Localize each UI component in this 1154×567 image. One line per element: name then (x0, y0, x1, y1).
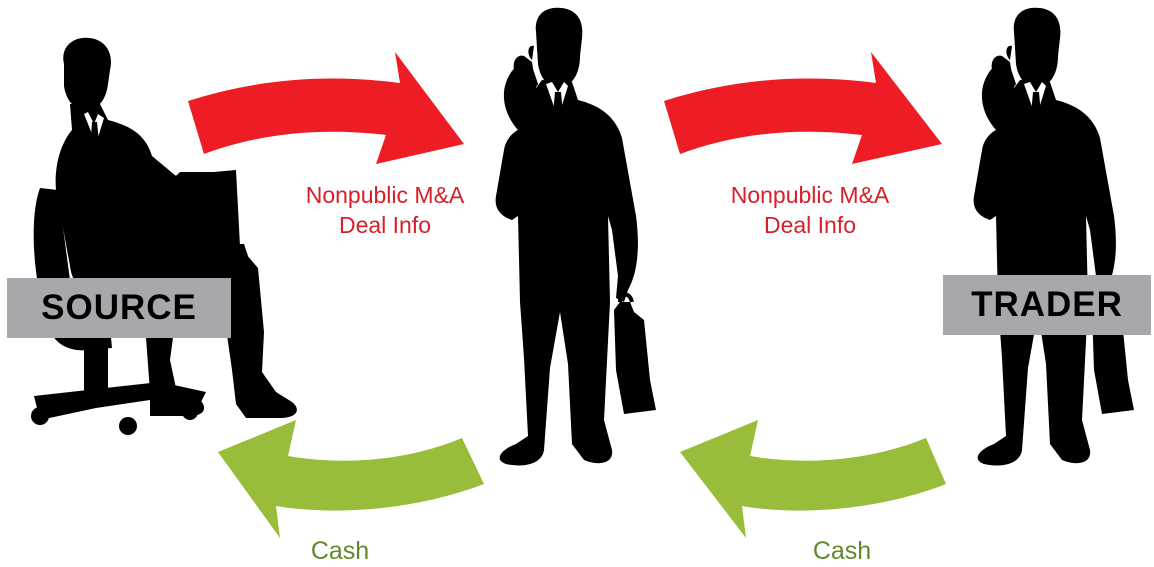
info-label-2: Nonpublic M&A Deal Info (695, 180, 925, 240)
middleman-figure (493, 5, 658, 468)
info-label-1-line2: Deal Info (338, 212, 432, 238)
trader-badge-label: TRADER (971, 285, 1123, 324)
cash-label-1: Cash (290, 536, 390, 566)
cash-label-1-text: Cash (310, 537, 370, 565)
cash-label-2-text: Cash (812, 537, 872, 565)
trader-badge: TRADER (943, 275, 1151, 335)
source-badge-label: SOURCE (41, 288, 197, 327)
info-label-1-line1: Nonpublic M&A (305, 182, 465, 208)
trader-figure (971, 5, 1136, 468)
info-arrow-1 (188, 52, 464, 164)
source-badge: SOURCE (7, 278, 231, 338)
info-arrow-2 (664, 52, 942, 164)
info-label-2-line1: Nonpublic M&A (730, 182, 890, 208)
info-label-2-line2: Deal Info (763, 212, 857, 238)
source-figure (31, 37, 297, 435)
cash-arrow-2 (680, 420, 946, 538)
info-label-1: Nonpublic M&A Deal Info (270, 180, 500, 240)
cash-label-2: Cash (792, 536, 892, 566)
cash-arrow-1 (218, 420, 484, 538)
